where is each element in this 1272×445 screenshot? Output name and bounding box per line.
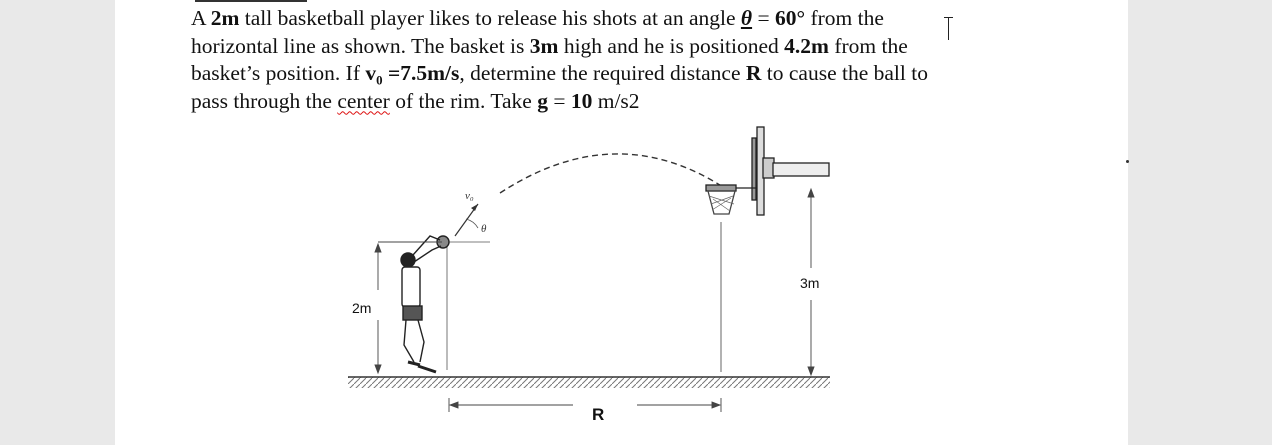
theta-symbol: θ (740, 6, 753, 30)
label-3m: 3m (800, 275, 819, 291)
dimension-R (448, 398, 722, 412)
problem-line-1: A 2m tall basketball player likes to rel… (191, 6, 884, 30)
launch-angle: 60° (774, 6, 806, 30)
document-page (115, 0, 1128, 445)
ground (348, 376, 830, 388)
gravity-value: 10 (570, 88, 593, 113)
player-figure (400, 235, 450, 374)
problem-line-3: basket’s position. If v₀ =7.5m/s, determ… (191, 61, 928, 85)
problem-line-2: horizontal line as shown. The basket is … (191, 33, 908, 58)
text-cursor (948, 18, 949, 40)
label-R: R (592, 405, 604, 424)
angle-construction (446, 203, 490, 370)
ball-trajectory (499, 153, 724, 194)
page-marker-dot (1126, 160, 1129, 163)
theta-label: θ (481, 223, 487, 235)
header-rule (195, 0, 307, 2)
label-2m: 2m (352, 300, 371, 316)
problem-statement[interactable]: A 2m tall basketball player likes to rel… (191, 5, 1051, 115)
dimension-3m (807, 187, 815, 377)
distance-R: R (745, 61, 762, 85)
player-height: 2m (210, 6, 240, 30)
initial-velocity: v₀ =7.5m/s (365, 61, 460, 85)
basket-structure (705, 126, 830, 372)
problem-line-4: pass through the center of the rim. Take… (191, 88, 640, 113)
dimension-2m (374, 241, 442, 375)
v0-label: v₀ (465, 190, 474, 202)
horizontal-distance: 4.2m (784, 33, 829, 58)
spellcheck-word[interactable]: center (337, 88, 390, 113)
basket-height: 3m (529, 33, 559, 58)
gravity-symbol: g (537, 88, 548, 113)
text-cursor-cap (944, 17, 953, 18)
